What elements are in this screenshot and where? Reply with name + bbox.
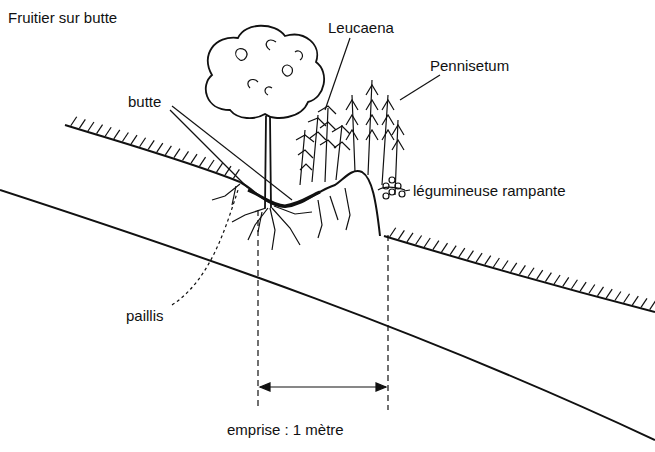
- tree-crown: [206, 26, 324, 118]
- leucaena-shrub: [296, 106, 350, 185]
- trunk: [265, 116, 271, 208]
- part-label: butte: [128, 94, 161, 111]
- part-label: paillis: [126, 308, 164, 325]
- mulch: [248, 190, 320, 206]
- crown-texture: [236, 40, 303, 95]
- creeping-legume: [378, 177, 405, 199]
- dimension: [258, 210, 388, 410]
- mound: [240, 171, 380, 236]
- leader-line: [170, 38, 440, 305]
- soil-layer-line: [0, 190, 655, 440]
- plant-label: Leucaena: [328, 20, 394, 37]
- plant-label: Fruitier sur butte: [8, 10, 117, 27]
- ground-surface: [384, 236, 655, 312]
- dimension-label: emprise : 1 mètre: [227, 422, 344, 439]
- plant-label: Pennisetum: [430, 58, 509, 75]
- ground-hatching: [71, 117, 655, 310]
- pennisetum-grass: [346, 80, 404, 195]
- plant-label: légumineuse rampante: [413, 183, 566, 200]
- roots: [212, 184, 350, 250]
